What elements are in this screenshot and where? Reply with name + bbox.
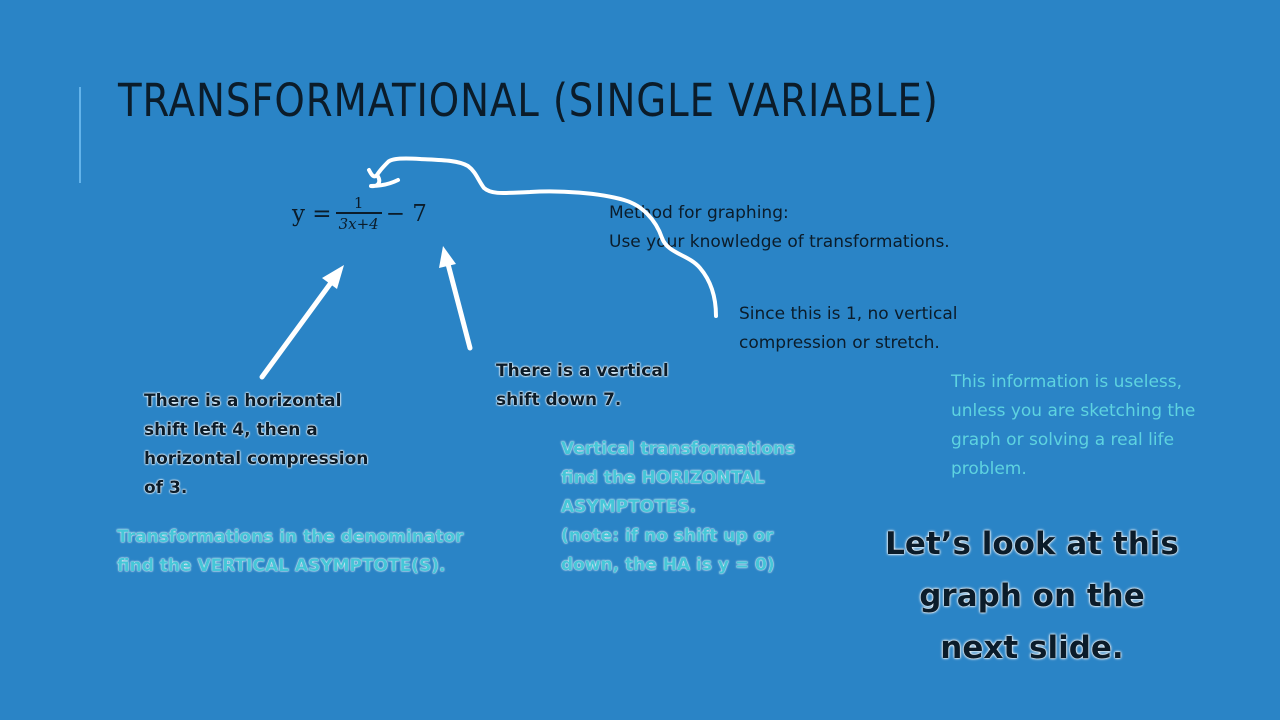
equation: y = 1 3x+4 − 7: [292, 194, 427, 234]
next-slide-line-3: next slide.: [940, 630, 1124, 666]
next-slide-line-2: graph on the: [919, 578, 1145, 614]
numerator-note: Since this is 1, no vertical compression…: [739, 300, 958, 358]
useless-note-line-2: unless you are sketching the: [951, 401, 1196, 421]
arrow-to-constant: [439, 246, 473, 351]
equation-fraction: 1 3x+4: [335, 194, 382, 234]
method-text: Method for graphing: Use your knowledge …: [609, 199, 950, 257]
equation-denominator: 3x+4: [338, 214, 379, 233]
useless-note-line-4: problem.: [951, 459, 1027, 479]
numerator-note-line-1: Since this is 1, no vertical: [739, 304, 958, 324]
arrow-to-denominator: [259, 265, 344, 380]
horizontal-note: There is a horizontal shift left 4, then…: [144, 387, 368, 503]
vertical-shift-line-1: There is a vertical: [496, 361, 669, 381]
horizontal-line-4: of 3.: [144, 478, 188, 498]
horizontal-asymptote-line-4: (note: if no shift up or: [561, 526, 774, 546]
vertical-asymptote-line-2: find the VERTICAL ASYMPTOTE(S).: [117, 556, 446, 576]
vertical-asymptote-note: Transformations in the denominator find …: [117, 523, 464, 581]
next-slide-callout: Let’s look at this graph on the next sli…: [872, 518, 1192, 674]
horizontal-asymptote-line-3: ASYMPTOTES.: [561, 497, 697, 517]
equation-lhs: y =: [292, 200, 332, 227]
useless-info-note: This information is useless, unless you …: [951, 368, 1195, 484]
vertical-shift-line-2: shift down 7.: [496, 390, 622, 410]
vertical-shift-note: There is a vertical shift down 7.: [496, 357, 669, 415]
method-line-2: Use your knowledge of transformations.: [609, 232, 950, 252]
slide-title: TRANSFORMATIONAL (SINGLE VARIABLE): [118, 74, 939, 127]
horizontal-line-1: There is a horizontal: [144, 391, 342, 411]
title-accent-bar: [79, 87, 81, 183]
horizontal-line-2: shift left 4, then a: [144, 420, 318, 440]
method-line-1: Method for graphing:: [609, 203, 789, 223]
freehand-curve-arrow: [367, 156, 718, 318]
horizontal-asymptote-note: Vertical transformations find the HORIZO…: [561, 435, 795, 580]
horizontal-asymptote-line-2: find the HORIZONTAL: [561, 468, 765, 488]
fraction-bar: [335, 212, 382, 214]
useless-note-line-3: graph or solving a real life: [951, 430, 1175, 450]
horizontal-asymptote-line-5: down, the HA is y = 0): [561, 555, 775, 575]
useless-note-line-1: This information is useless,: [951, 372, 1183, 392]
horizontal-line-3: horizontal compression: [144, 449, 369, 469]
equation-rhs: − 7: [385, 200, 427, 227]
vertical-asymptote-line-1: Transformations in the denominator: [117, 527, 464, 547]
numerator-note-line-2: compression or stretch.: [739, 333, 940, 353]
horizontal-asymptote-line-1: Vertical transformations: [561, 439, 796, 459]
equation-numerator: 1: [353, 194, 364, 212]
next-slide-line-1: Let’s look at this: [885, 526, 1179, 562]
